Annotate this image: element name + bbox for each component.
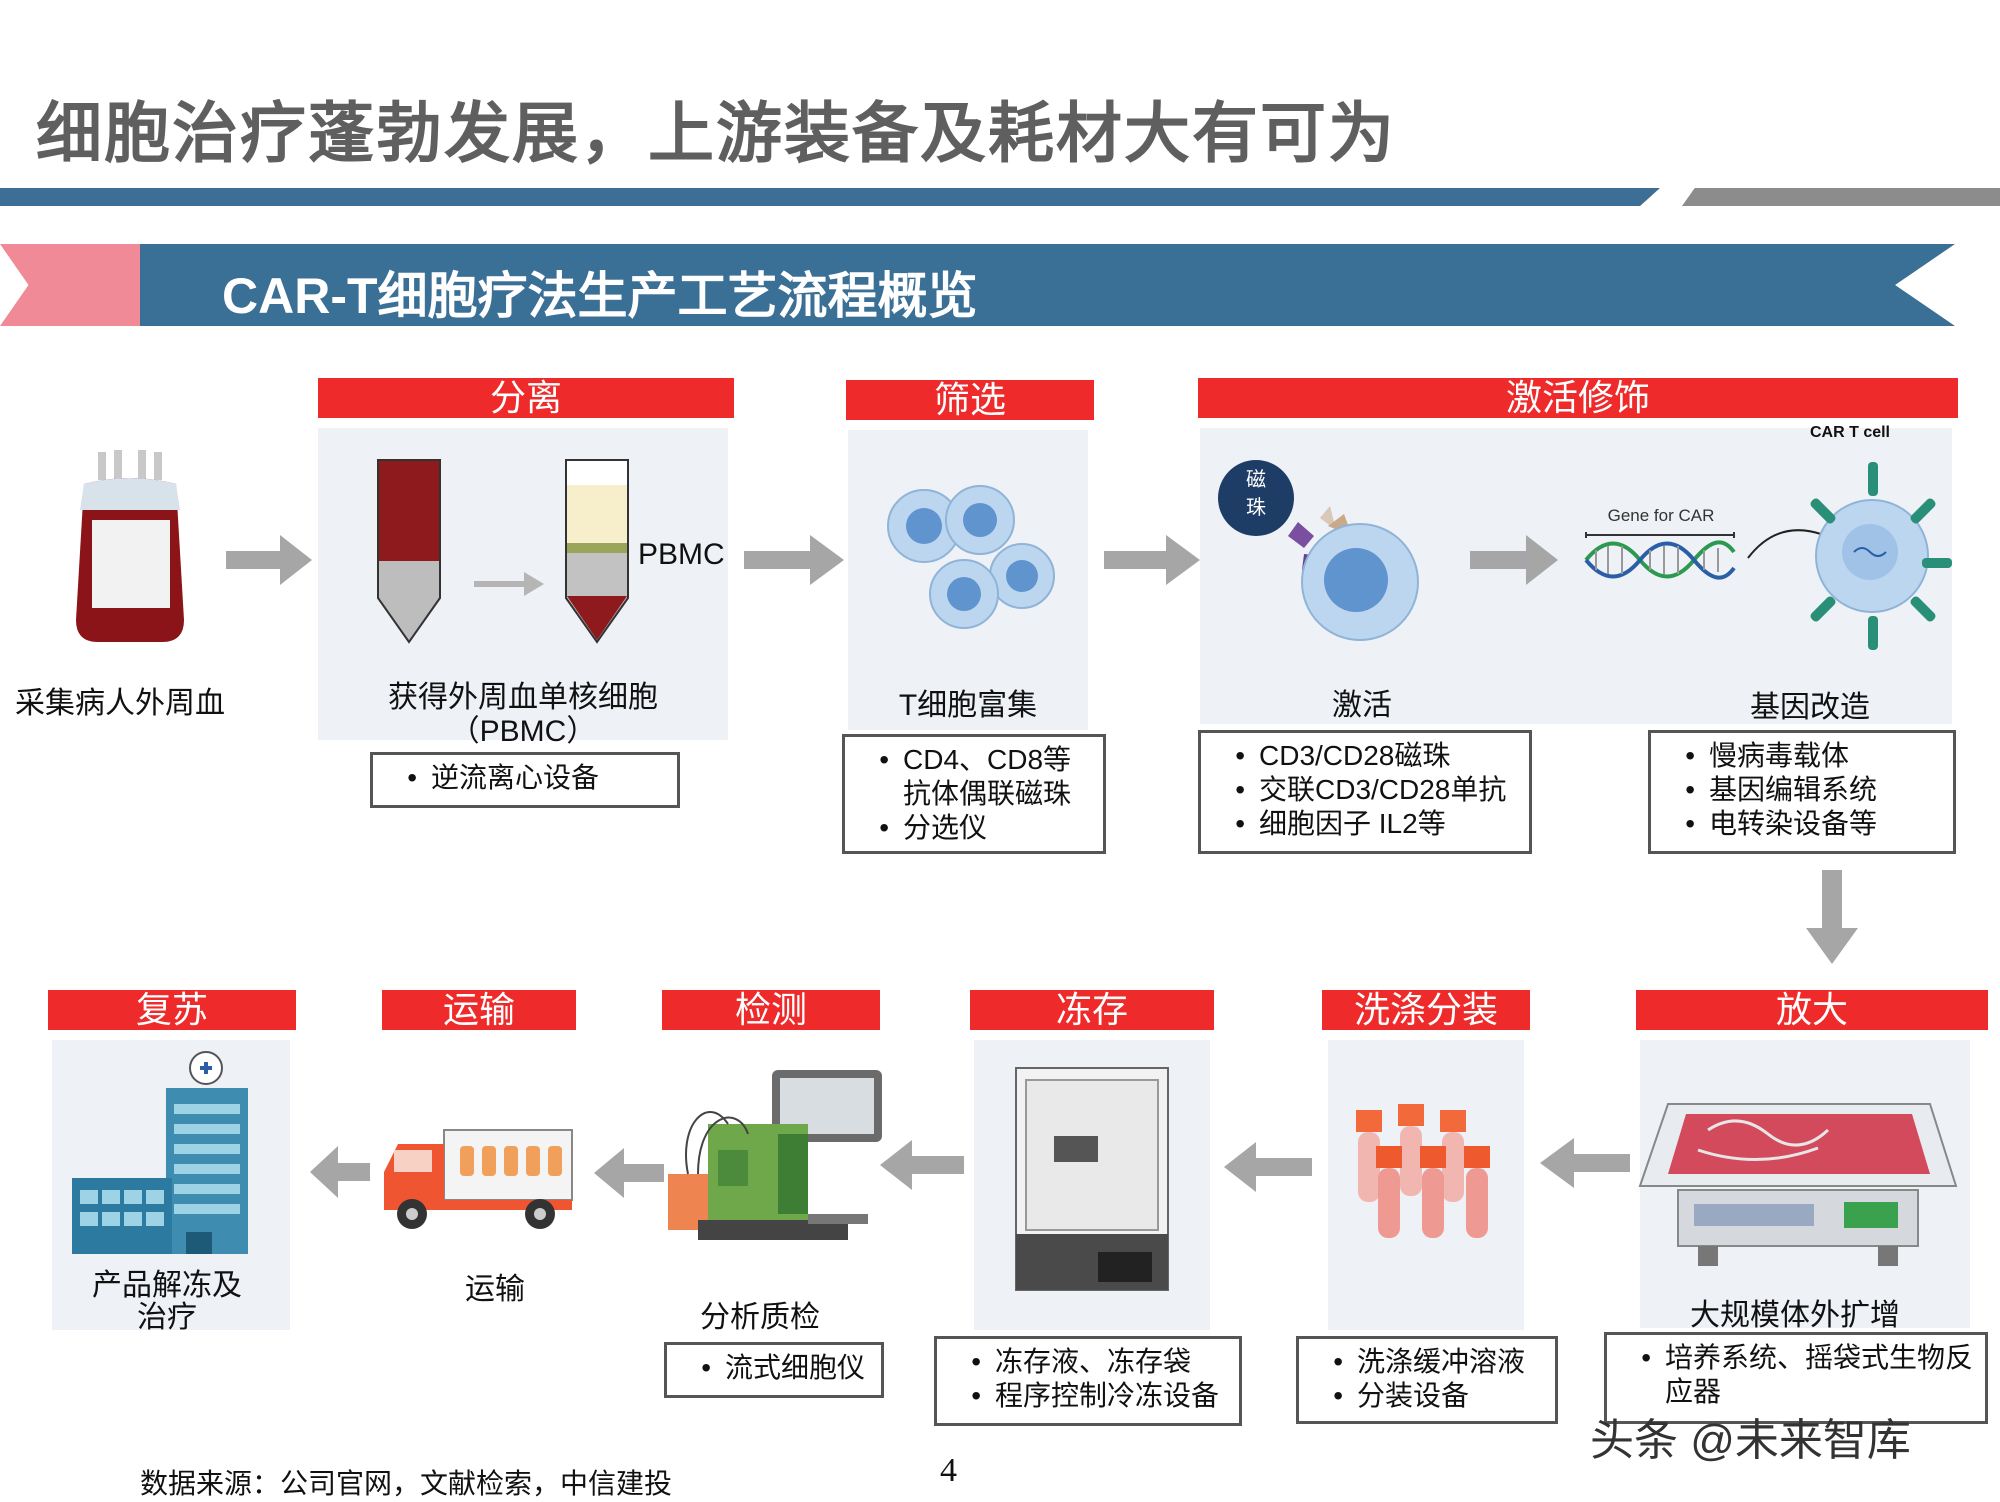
selection-caption: T细胞富集 bbox=[898, 689, 1038, 722]
page-title: 细胞治疗蓬勃发展，上游装备及耗材大有可为 bbox=[36, 96, 1396, 170]
list-item: CD3/CD28磁珠 bbox=[1245, 739, 1519, 773]
stage-header-wash-fill: 洗涤分装 bbox=[1322, 990, 1530, 1030]
list-item: 分装设备 bbox=[1343, 1379, 1545, 1413]
gene-label: Gene for CAR bbox=[1607, 506, 1715, 525]
activation-equipment-box: CD3/CD28磁珠 交联CD3/CD28单抗 细胞因子 IL2等 bbox=[1198, 730, 1532, 854]
stage-header-testing: 检测 bbox=[662, 990, 880, 1030]
watermark: 头条 @未来智库 bbox=[1590, 1416, 1911, 1465]
list-item: 慢病毒载体 bbox=[1695, 739, 1943, 773]
t-cells-icon bbox=[880, 480, 1060, 640]
blood-tube-icon bbox=[376, 458, 442, 644]
hospital-icon bbox=[70, 1048, 260, 1256]
list-item: 分选仪 bbox=[889, 811, 1093, 845]
pbmc-label: PBMC bbox=[638, 538, 725, 571]
section-banner bbox=[140, 244, 1955, 326]
flow-arrow-left bbox=[594, 1148, 664, 1198]
flow-arrow-right bbox=[1104, 535, 1200, 585]
flow-arrow-down bbox=[1806, 870, 1858, 964]
source-note: 数据来源：公司官网，文献检索，中信建投 bbox=[140, 1468, 673, 1499]
flow-arrow-left bbox=[1224, 1142, 1312, 1192]
flow-arrow-right bbox=[226, 535, 312, 585]
separation-equipment-box: 逆流离心设备 bbox=[370, 752, 680, 808]
stage-header-recovery: 复苏 bbox=[48, 990, 296, 1030]
cryopreservation-equipment-box: 冻存液、冻存袋 程序控制冷冻设备 bbox=[934, 1336, 1242, 1426]
flow-arrow-right bbox=[744, 535, 844, 585]
list-item: 冻存液、冻存袋 bbox=[981, 1345, 1229, 1379]
pbmc-tube-icon bbox=[564, 458, 630, 644]
dna-helix-icon bbox=[1584, 528, 1736, 588]
bead-label: 磁珠 bbox=[1246, 469, 1266, 519]
wash-fill-equipment-box: 洗涤缓冲溶液 分装设备 bbox=[1296, 1336, 1558, 1424]
start-caption: 采集病人外周血 bbox=[15, 687, 225, 720]
list-item: 交联CD3/CD28单抗 bbox=[1245, 773, 1519, 807]
car-t-cell-icon bbox=[1746, 448, 1956, 668]
stage-header-transport: 运输 bbox=[382, 990, 576, 1030]
recovery-caption-2: 治疗 bbox=[137, 1301, 197, 1334]
vials-icon bbox=[1346, 1100, 1502, 1250]
gene-modification-caption: 基因改造 bbox=[1750, 691, 1870, 724]
expansion-caption: 大规模体外扩增 bbox=[1690, 1299, 1900, 1332]
separation-caption-2: （PBMC） bbox=[449, 715, 597, 748]
rocking-bioreactor-icon bbox=[1638, 1090, 1958, 1270]
stage-header-activation: 激活修饰 bbox=[1198, 378, 1958, 418]
truck-icon bbox=[380, 1126, 576, 1236]
testing-caption: 分析质检 bbox=[700, 1301, 820, 1334]
magnetic-bead-cell-icon bbox=[1212, 452, 1442, 662]
list-item: 洗涤缓冲溶液 bbox=[1343, 1345, 1545, 1379]
recovery-caption: 产品解冻及 bbox=[92, 1269, 242, 1302]
banner-title: CAR-T细胞疗法生产工艺流程概览 bbox=[222, 268, 978, 324]
list-item: 细胞因子 IL2等 bbox=[1245, 807, 1519, 841]
stage-header-selection: 筛选 bbox=[846, 380, 1094, 420]
flow-arrow-left bbox=[1540, 1138, 1630, 1188]
separation-caption: 获得外周血单核细胞 bbox=[388, 681, 658, 714]
flow-arrow-left bbox=[880, 1140, 964, 1190]
page-number: 4 bbox=[940, 1452, 957, 1489]
stage-header-expansion: 放大 bbox=[1636, 990, 1988, 1030]
testing-equipment-box: 流式细胞仪 bbox=[664, 1342, 884, 1398]
transport-caption: 运输 bbox=[465, 1273, 525, 1306]
expansion-equipment-box: 培养系统、摇袋式生物反应器 bbox=[1604, 1332, 1988, 1424]
flow-arrow-right bbox=[1470, 535, 1558, 585]
blood-bag-icon bbox=[70, 450, 190, 650]
car-t-cell-label: CAR T cell bbox=[1809, 424, 1890, 441]
flow-cytometer-icon bbox=[668, 1064, 888, 1264]
magnetic-bead-icon bbox=[1216, 458, 1296, 538]
list-item: 流式细胞仪 bbox=[711, 1351, 871, 1385]
list-item: 培养系统、摇袋式生物反应器 bbox=[1651, 1341, 1975, 1409]
list-item: 基因编辑系统 bbox=[1695, 773, 1943, 807]
stage-header-separation: 分离 bbox=[318, 378, 734, 418]
list-item: 程序控制冷冻设备 bbox=[981, 1379, 1229, 1413]
gene-modification-equipment-box: 慢病毒载体 基因编辑系统 电转染设备等 bbox=[1648, 730, 1956, 854]
title-rule-gray bbox=[1682, 188, 2000, 206]
list-item: 电转染设备等 bbox=[1695, 807, 1943, 841]
list-item: 逆流离心设备 bbox=[417, 761, 667, 795]
stage-header-cryopreservation: 冻存 bbox=[970, 990, 1214, 1030]
flow-arrow-left bbox=[310, 1146, 370, 1198]
small-arrow-right bbox=[474, 572, 544, 596]
activation-caption: 激活 bbox=[1332, 689, 1392, 722]
freezer-icon bbox=[1014, 1066, 1170, 1292]
list-item: CD4、CD8等抗体偶联磁珠 bbox=[889, 743, 1093, 811]
title-rule-blue bbox=[0, 188, 1660, 206]
selection-equipment-box: CD4、CD8等抗体偶联磁珠 分选仪 bbox=[842, 734, 1106, 854]
